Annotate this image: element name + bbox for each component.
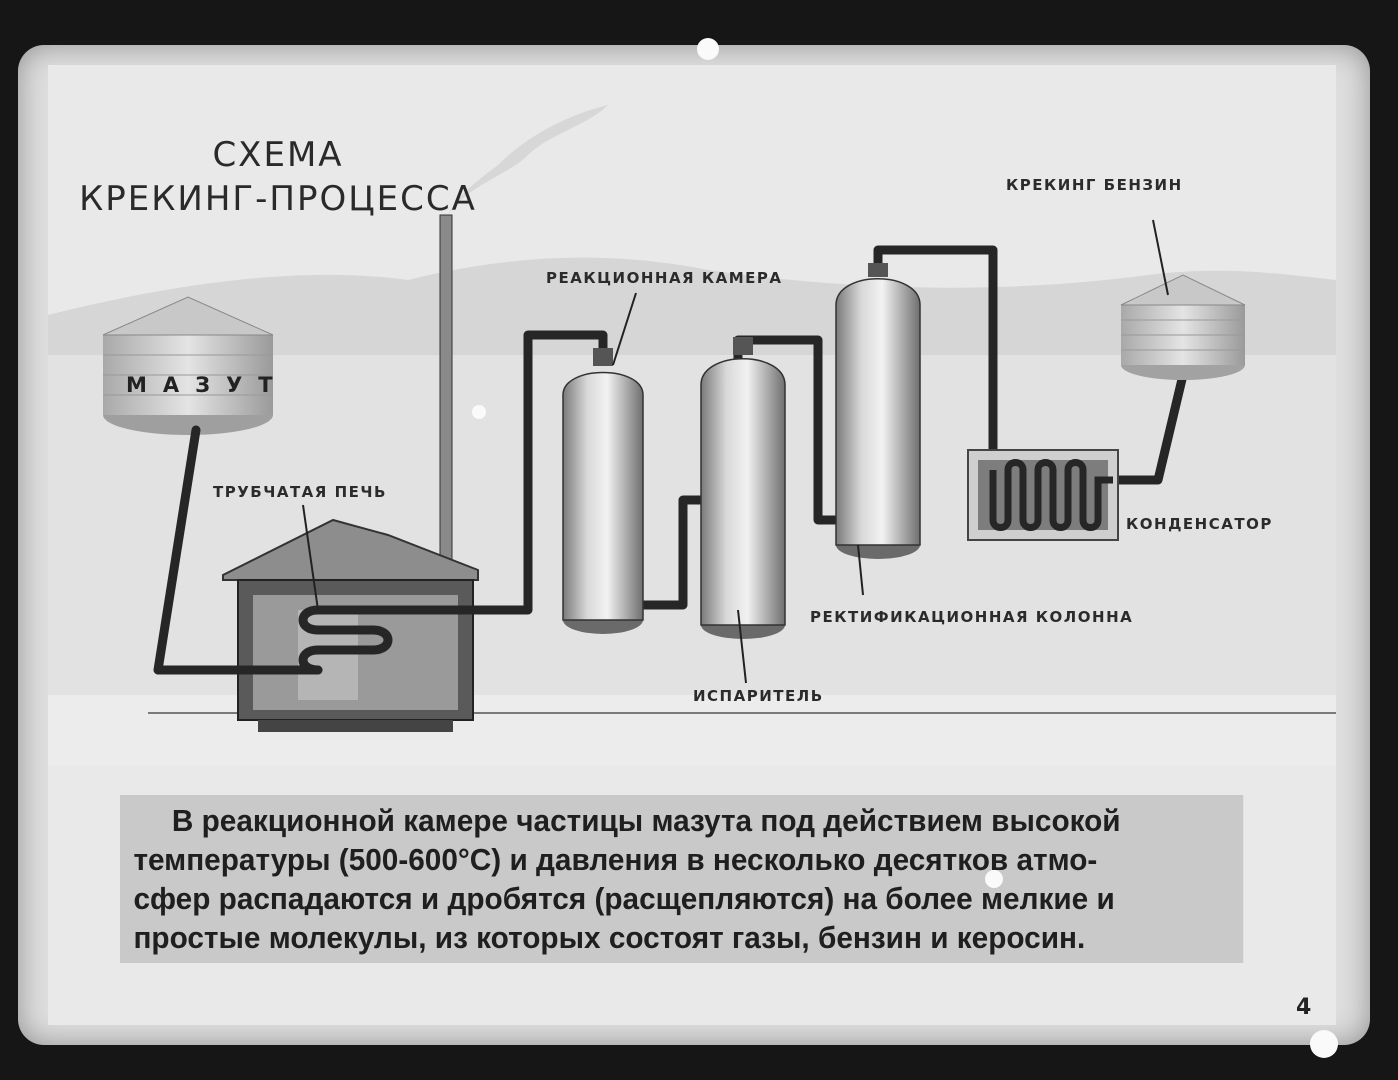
title-line-2: КРЕКИНГ-ПРОЦЕССА — [79, 179, 477, 219]
slide-plate: СХЕМА КРЕКИНГ-ПРОЦЕССА МАЗУТ ТРУБЧАТАЯ П… — [48, 65, 1336, 1025]
caption-line-1: В реакционной камере частицы мазута под … — [171, 803, 1121, 838]
cracking-diagram — [48, 105, 1336, 765]
label-rectification-column: РЕКТИФИКАЦИОННАЯ КОЛОННА — [810, 608, 1134, 626]
evaporator-column — [700, 337, 786, 639]
smoke — [448, 105, 608, 215]
dust-speck — [1310, 1030, 1338, 1058]
gasoline-tank — [1120, 274, 1246, 380]
chimney — [439, 214, 453, 576]
rectification-column — [835, 263, 921, 559]
slide-frame: СХЕМА КРЕКИНГ-ПРОЦЕССА МАЗУТ ТРУБЧАТАЯ П… — [18, 45, 1370, 1045]
caption-line-2: температуры (500-600°С) и давления в нес… — [133, 842, 1098, 877]
diagram-title: СХЕМА КРЕКИНГ-ПРОЦЕССА — [68, 135, 488, 219]
caption-line-3: сфер распадаются и дробятся (расщепляютс… — [133, 881, 1115, 916]
dust-speck — [697, 38, 719, 60]
label-tube-furnace: ТРУБЧАТАЯ ПЕЧЬ — [213, 483, 387, 501]
condenser — [967, 449, 1119, 541]
title-line-1: СХЕМА — [212, 135, 344, 175]
label-mazut: МАЗУТ — [126, 373, 289, 397]
label-evaporator: ИСПАРИТЕЛЬ — [693, 687, 824, 705]
caption-line-4: простые молекулы, из которых состоят газ… — [133, 920, 1086, 955]
label-reaction-chamber: РЕАКЦИОННАЯ КАМЕРА — [546, 269, 783, 287]
label-cracking-gasoline: КРЕКИНГ БЕНЗИН — [1006, 176, 1183, 194]
leader-lines — [302, 219, 1169, 684]
label-condenser: КОНДЕНСАТОР — [1126, 515, 1273, 533]
reaction-chamber — [562, 348, 644, 634]
caption-text: В реакционной камере частицы мазута под … — [120, 795, 1244, 963]
page-number: 4 — [1296, 995, 1312, 1020]
dust-speck — [472, 405, 486, 419]
dust-speck — [985, 870, 1003, 888]
mazut-tank — [102, 296, 274, 435]
